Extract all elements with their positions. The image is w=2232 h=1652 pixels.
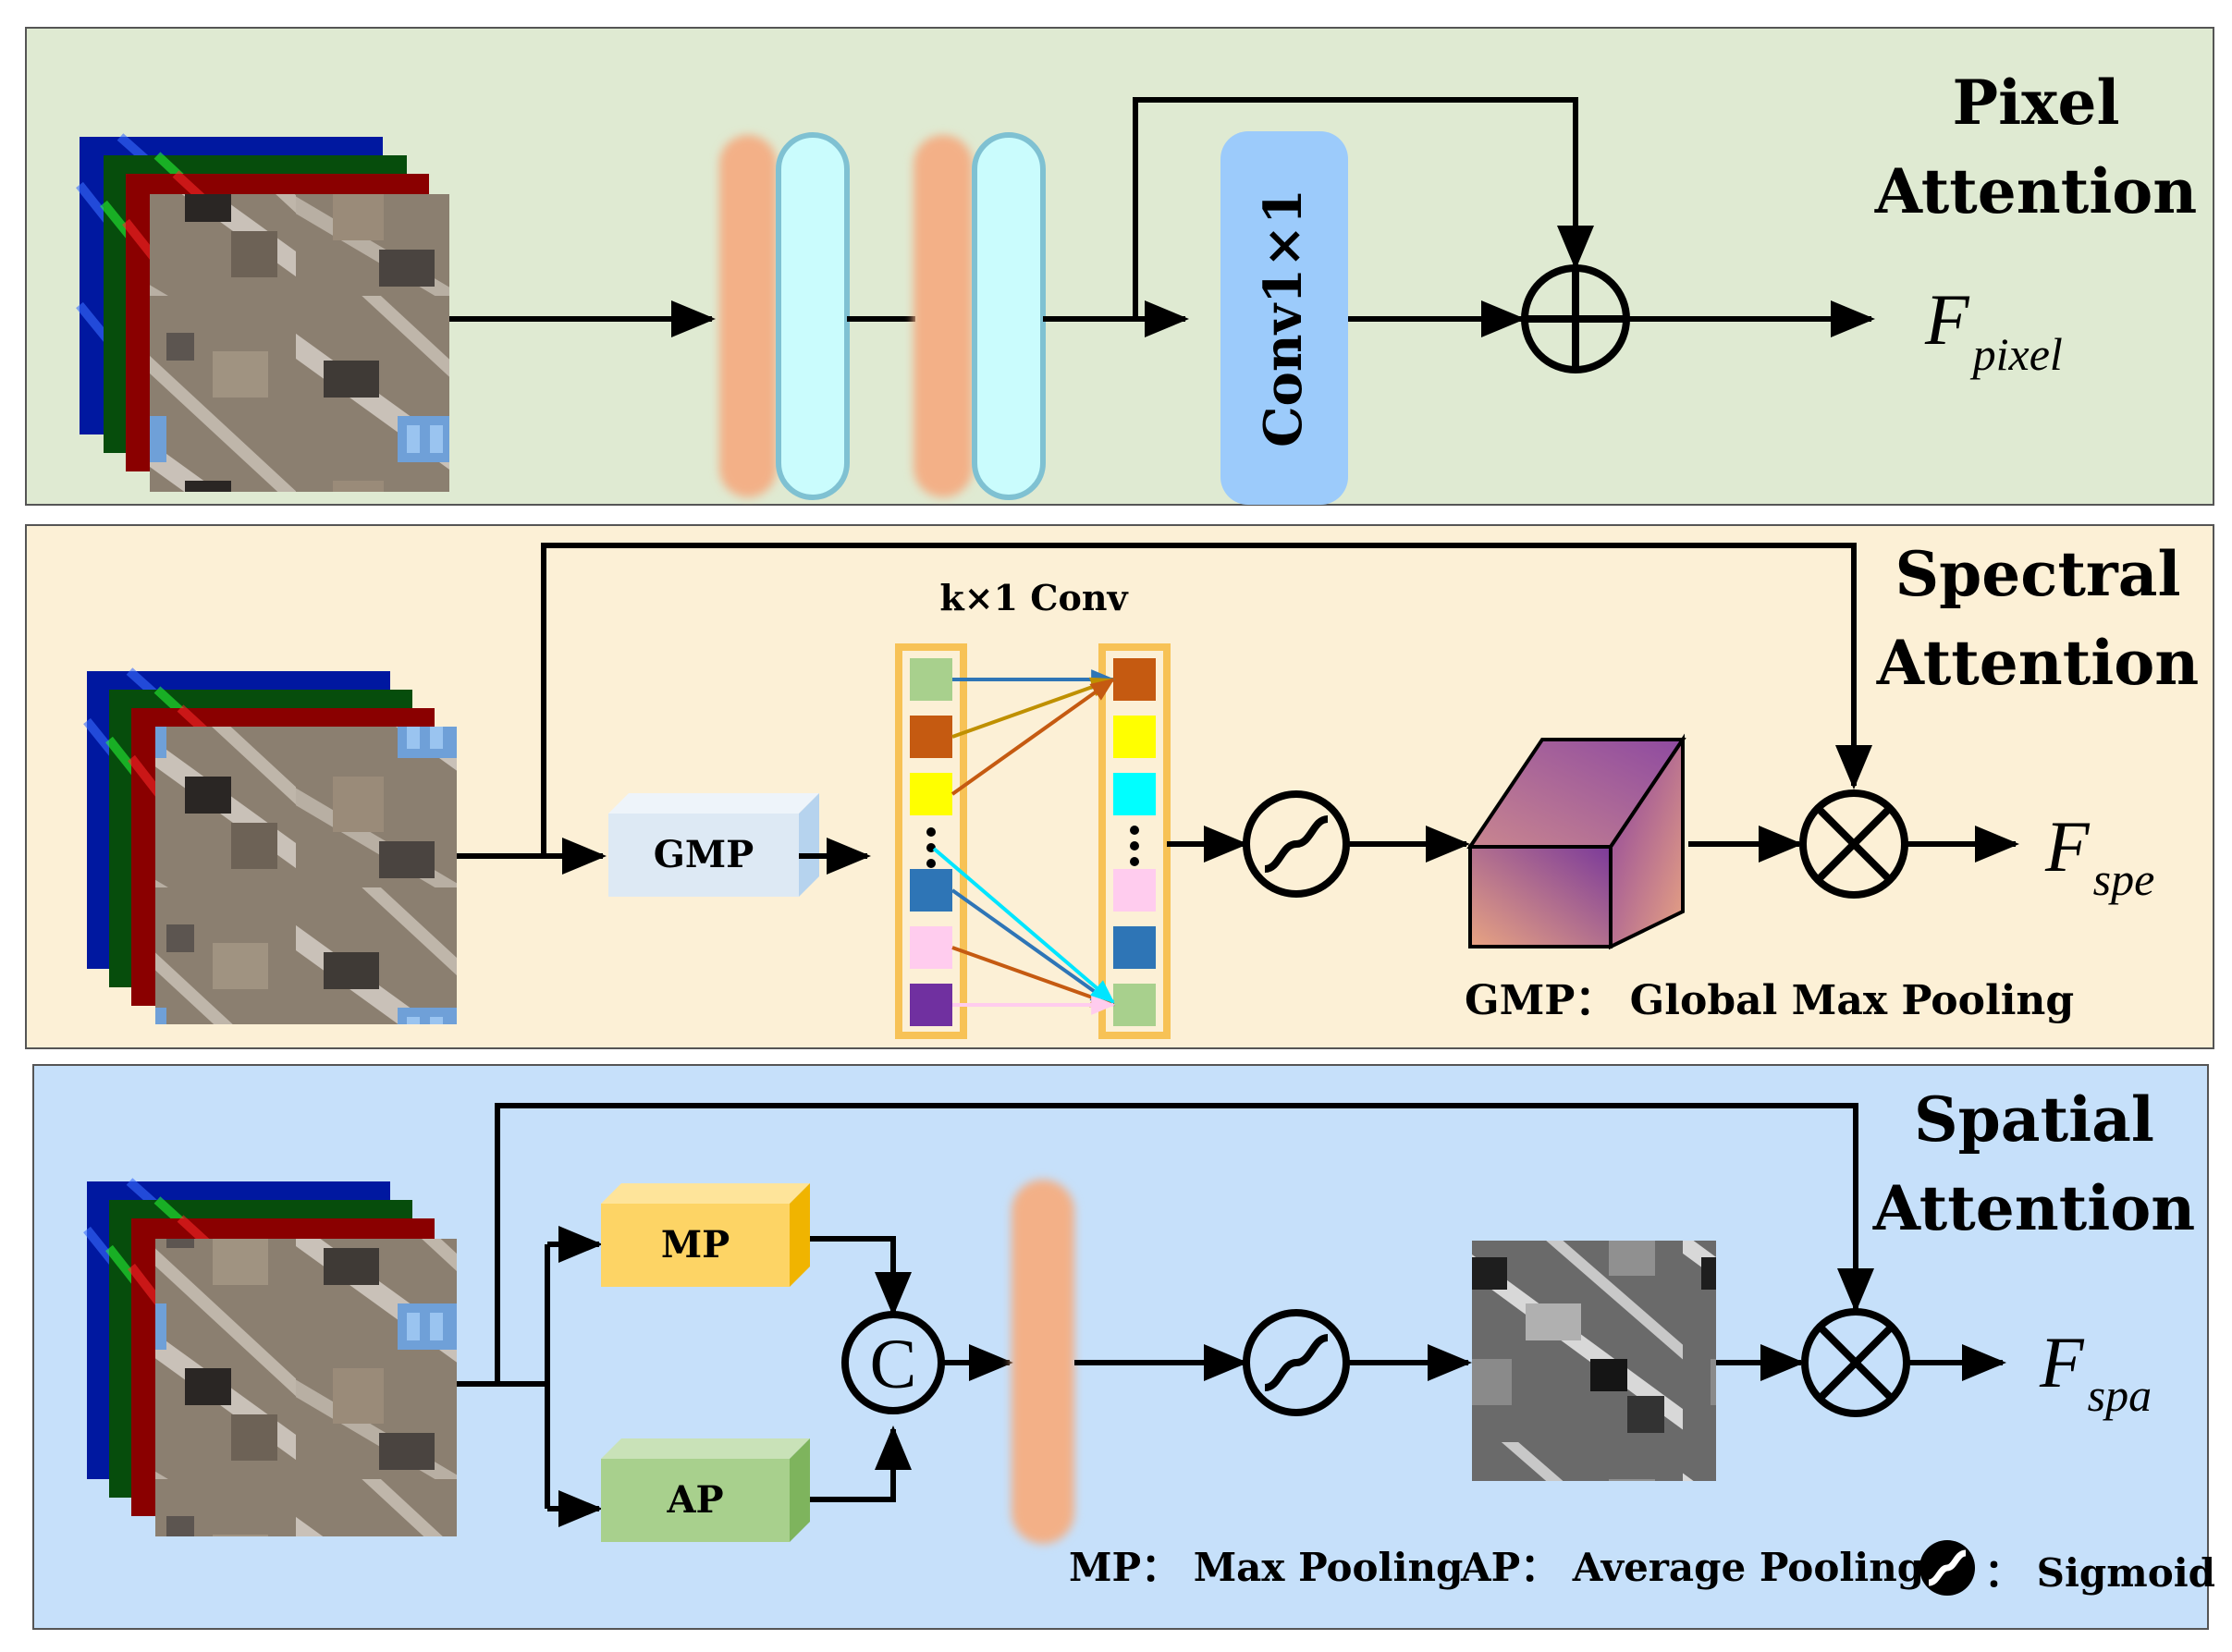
spatial-attention-map — [1472, 1241, 1716, 1481]
kconv-arrow — [950, 888, 1115, 1007]
pixel-conv-block-2 — [914, 132, 1046, 500]
pixel-conv-block-1 — [719, 132, 850, 500]
pixel-title-line2: Attention — [1874, 155, 2198, 227]
spectral-attention-panel: GMP k×1 Conv — [25, 524, 2214, 1049]
right-channel-cell — [1113, 716, 1156, 758]
gmp-label: GMP — [654, 833, 754, 876]
pixel-output-label: Fpixel — [1924, 279, 2063, 380]
pixel-image-stack — [76, 133, 449, 492]
legend-mp: MP： Max Pooling — [1069, 1545, 1463, 1590]
pixel-output-subscript: pixel — [1970, 328, 2063, 380]
left-ellipsis — [926, 827, 936, 868]
legend-sigmoid-icon — [1919, 1540, 1975, 1596]
kconv-arrow — [950, 678, 1115, 796]
ap-label: AP — [666, 1478, 723, 1522]
kconv-arrow — [951, 946, 1116, 1008]
pixel-title-line1: Pixel — [1952, 67, 2119, 139]
left-channel-cell — [910, 716, 952, 758]
spatial-title-line2: Attention — [1872, 1172, 2196, 1244]
right-channel-cell — [1113, 926, 1156, 969]
left-channel-cell — [910, 658, 952, 701]
right-channel-cell — [1113, 984, 1156, 1026]
cube-icon — [1466, 733, 1686, 950]
kconv-arrow — [951, 677, 1116, 739]
kconv-connection-arrows — [932, 669, 1116, 1015]
mp-box: MP — [601, 1183, 810, 1287]
kconv-label: k×1 Conv — [939, 577, 1129, 618]
spectral-legend-gmp: GMP： Global Max Pooling — [1465, 977, 2074, 1024]
plus-circle-icon — [1521, 264, 1630, 373]
legend-ap: AP： Average Pooling — [1460, 1545, 1924, 1590]
conv1x1-block: Conv1×1 — [1220, 131, 1348, 505]
conv1x1-label: Conv1×1 — [1253, 189, 1314, 447]
right-ellipsis — [1130, 826, 1139, 866]
spectral-title-line2: Attention — [1876, 627, 2200, 699]
spatial-output-label: Fspa — [2039, 1322, 2152, 1421]
left-channel-cell — [910, 869, 952, 912]
right-channel-cell — [1113, 658, 1156, 701]
left-channel-cell — [910, 984, 952, 1026]
ap-box: AP — [601, 1438, 810, 1542]
right-channel-cell — [1113, 773, 1156, 815]
right-channel-cell — [1113, 869, 1156, 912]
spectral-output-subscript: spe — [2093, 853, 2155, 905]
spatial-output-subscript: spa — [2088, 1369, 2152, 1421]
spatial-conv-block — [1012, 1180, 1074, 1544]
concat-circle-icon: C — [841, 1311, 945, 1414]
spatial-image-stack — [83, 1178, 457, 1536]
kconv-arrow — [932, 847, 1115, 1004]
pixel-attention-panel: Conv1×1 Fpixel Pixel Attention — [25, 27, 2214, 506]
spectral-title-line1: Spectral — [1895, 538, 2180, 610]
mp-label: MP — [661, 1223, 730, 1267]
left-channel-cell — [910, 926, 952, 969]
spectral-image-stack — [83, 667, 457, 1024]
concat-symbol: C — [870, 1326, 917, 1403]
spectral-output-label: Fspe — [2044, 806, 2154, 905]
kconv-left-column — [895, 643, 967, 1039]
gmp-box: GMP — [608, 793, 819, 897]
spatial-title-line1: Spatial — [1914, 1083, 2154, 1156]
left-channel-cell — [910, 773, 952, 815]
legend-sigmoid: ： Sigmoid — [1984, 1550, 2215, 1596]
spatial-attention-panel: MP AP C Fspa Spatial A — [32, 1064, 2215, 1630]
